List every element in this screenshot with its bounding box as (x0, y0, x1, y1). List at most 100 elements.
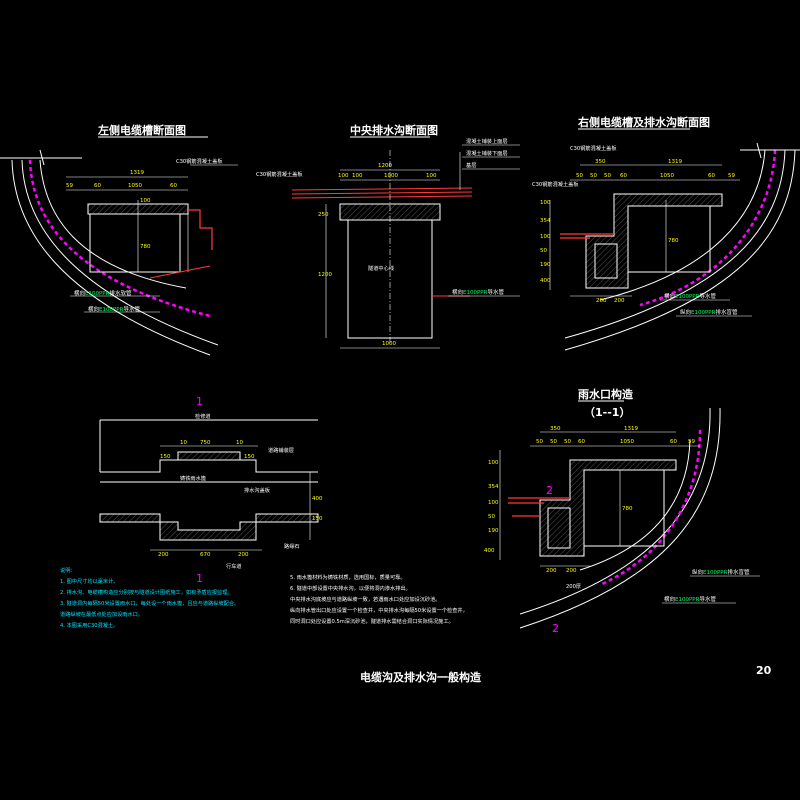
right-pipe-a: 横向E100PPR导水管 (664, 292, 716, 300)
plan-drain-label: 排水沟盖板 (244, 486, 271, 494)
plan-dim-5: 200 (158, 552, 169, 558)
right-dim-5: 60 (620, 173, 627, 179)
inlet-dim-12: 50 (488, 514, 495, 520)
right-dim-14: 400 (540, 278, 551, 284)
center-dim-e: 250 (318, 212, 329, 218)
right-dim-6: 1050 (660, 173, 674, 179)
right-structure (585, 193, 723, 289)
center-section: 中央排水沟断面图 1200 100 100 1000 100 250 1200 … (256, 123, 520, 349)
inlet-dim-9: 100 (488, 460, 499, 466)
right-dim-16: 200 (596, 298, 607, 304)
inlet-dim-2: 50 (536, 439, 543, 445)
inlet-dim-17: 200 (566, 568, 577, 574)
right-dim-13: 190 (540, 262, 551, 268)
notes-right-2: 6. 隧道中部设置中央排水沟，以便将洞内渗水排出。 (290, 584, 411, 592)
inlet-dim-16: 200 (546, 568, 557, 574)
left-dim-height: 780 (140, 244, 151, 250)
inlet-dim-7: 60 (670, 439, 677, 445)
right-section-title: 右侧电缆槽及排水沟断面图 (577, 115, 710, 129)
plan-dim-9: 150 (312, 516, 323, 522)
center-dim-d: 100 (426, 173, 437, 179)
center-dim-b: 100 (352, 173, 363, 179)
right-dim-10: 354 (540, 218, 551, 224)
right-dim-1: 1319 (668, 159, 682, 165)
notes-item-3: 3. 隧道洞内每隔50米设置雨水口，每处设一个雨水篦，且应与道路纵坡配合。 (60, 599, 239, 607)
left-dim-d: 60 (170, 183, 177, 189)
inlet-dim-10: 354 (488, 484, 499, 490)
notes-heading: 说明： (60, 566, 76, 574)
right-dim-9: 100 (540, 200, 551, 206)
plan-dim-3: 150 (160, 454, 171, 460)
inlet-dim-0: 350 (550, 426, 561, 432)
center-layer-3: 基层 (466, 161, 476, 169)
center-dim-f: 1200 (318, 272, 332, 278)
right-dim-11: 100 (540, 234, 551, 240)
center-layer-2: 混凝土铺装下面层 (466, 149, 508, 157)
notes-right: 5. 雨水篦材料为铸铁材质，选用国标，质量可靠。 6. 隧道中部设置中央排水沟，… (290, 573, 468, 625)
left-dim-total: 1319 (130, 170, 144, 176)
inlet-dim-1: 1319 (624, 426, 638, 432)
right-dim-15: 780 (668, 238, 679, 244)
left-dim-e: 100 (140, 198, 151, 204)
right-section: 右侧电缆槽及排水沟断面图 350 1319 50 50 50 60 1050 6… (532, 115, 800, 351)
notes-right-3: 中央排水沟底坡应与道路纵坡一致，若遇雨水口处应加设沉砂池。 (290, 595, 440, 603)
right-dim-8: 59 (728, 173, 735, 179)
center-layer-1: 混凝土铺装上面层 (466, 137, 508, 145)
center-dim-a: 100 (338, 173, 349, 179)
left-dim-b: 60 (94, 183, 101, 189)
plan-grate-label: 铸铁雨水篦 (180, 474, 206, 482)
drawing-main-title: 电缆沟及排水沟一般构造 (360, 670, 482, 684)
plan-top-label: 检修道 (195, 412, 211, 420)
center-cover-label: C30钢筋混凝土盖板 (256, 170, 303, 178)
right-dim-7: 60 (708, 173, 715, 179)
right-dim-3: 50 (590, 173, 597, 179)
notes-left: 说明： 1. 图中尺寸均以毫米计。 2. 排水沟、电缆槽构造应分别按与隧道设计图… (60, 566, 239, 629)
left-section-title: 左侧电缆槽断面图 (97, 123, 186, 137)
notes-item-2: 2. 排水沟、电缆槽构造应分别按与隧道设计图纸施工，如有矛盾应报监理。 (60, 588, 233, 596)
inlet-structure (539, 459, 677, 557)
section-mark-2-bottom: 2 (552, 622, 559, 635)
inlet-pipe-a: 纵向E100PPR排水盲管 (692, 568, 750, 576)
right-dim-0: 350 (595, 159, 606, 165)
section-mark-top: 1 (196, 395, 203, 408)
inlet-dim-4: 50 (564, 439, 571, 445)
notes-right-4: 纵向排水管出口处应设置一个检查井，中央排水沟每隔50米设置一个检查井， (290, 606, 468, 614)
plan-dim-8: 400 (312, 496, 323, 502)
inlet-dim-13: 190 (488, 528, 499, 534)
right-dim-17: 200 (614, 298, 625, 304)
center-centerline-label: 隧道中心线 (368, 264, 394, 272)
inlet-pipe-b: 横向E100PPR导水管 (664, 595, 716, 603)
center-dim-total: 1200 (378, 163, 392, 169)
center-section-title: 中央排水沟断面图 (350, 123, 438, 137)
center-dim-c: 1000 (384, 173, 398, 179)
left-pipe-a: 横向E100PPR排水软管 (74, 289, 132, 297)
plan-grate (177, 451, 241, 461)
left-pipe-b: 横向E100PPR导水管 (88, 305, 140, 313)
right-cover-label-2: C30钢筋混凝土盖板 (532, 180, 579, 188)
inlet-dim-3: 50 (550, 439, 557, 445)
inlet-bottom-label: 200厚 (566, 583, 581, 590)
plan-road-label: 道路铺装层 (268, 446, 294, 454)
inlet-dim-8: 59 (688, 439, 695, 445)
right-pipe-b: 纵向E100PPR排水盲管 (680, 308, 738, 316)
rain-inlet-title: 雨水口构造 (578, 387, 634, 401)
center-pipe: 横向E100PPR导水管 (452, 288, 504, 296)
rain-inlet-subtitle: （1--1） (584, 406, 630, 419)
inlet-dim-11: 100 (488, 500, 499, 506)
section-mark-bottom: 1 (196, 572, 203, 585)
plan-width-label: 行车道 (226, 562, 242, 570)
notes-item-1: 1. 图中尺寸均以毫米计。 (60, 577, 118, 585)
notes-item-5: 4. 本图采用C30混凝土。 (60, 621, 118, 629)
plan-view: 1 检修道 10 750 10 150 150 200 670 200 400 … (99, 395, 323, 585)
plan-dim-7: 200 (238, 552, 249, 558)
notes-item-4: 道路纵坡在最低点处应加设雨水口。 (60, 610, 143, 618)
left-cover-label: C30钢筋混凝土盖板 (176, 157, 223, 165)
center-dim-g: 1000 (382, 341, 396, 347)
inlet-dim-6: 1050 (620, 439, 634, 445)
plan-dim-4: 150 (244, 454, 255, 460)
plan-bottom-label: 路缘石 (284, 542, 300, 550)
inlet-dim-15: 780 (622, 506, 633, 512)
plan-dim-6: 670 (200, 552, 211, 558)
right-dim-2: 50 (576, 173, 583, 179)
